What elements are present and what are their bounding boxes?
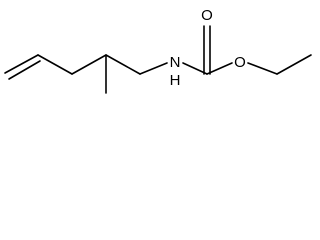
molecule-structure: N H O O bbox=[4, 7, 312, 94]
carbonyl-oxygen-label: O bbox=[201, 7, 213, 24]
bond-c-o-ester bbox=[206, 62, 233, 75]
nitrogen-hydrogen-label: H bbox=[170, 72, 181, 89]
bond-chain-1 bbox=[37, 54, 73, 75]
bond-vinyl-1 bbox=[4, 54, 39, 74]
bond-o-ch2 bbox=[247, 62, 278, 75]
bond-chain-3 bbox=[105, 54, 141, 75]
nitrogen-label: N bbox=[170, 54, 181, 71]
bond-chain-2 bbox=[71, 54, 107, 75]
bond-ch2-n bbox=[139, 62, 168, 75]
bond-n-c bbox=[182, 62, 208, 75]
bond-ethyl bbox=[276, 54, 312, 75]
ester-oxygen-label: O bbox=[234, 54, 246, 71]
bond-vinyl-2 bbox=[8, 60, 41, 80]
